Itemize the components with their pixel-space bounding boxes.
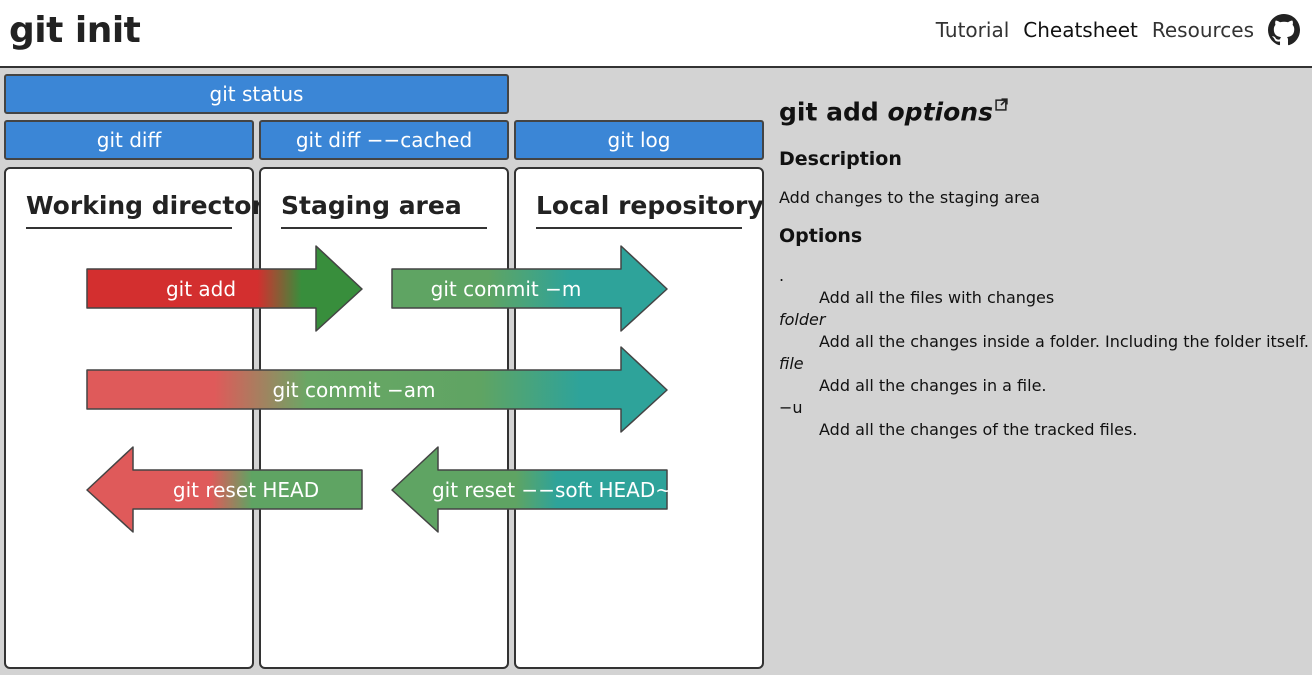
- local-repository-panel: Local repository: [514, 167, 764, 669]
- git-diff-cached-button[interactable]: git diff −−cached: [259, 120, 509, 160]
- staging-area-panel: Staging area: [259, 167, 509, 669]
- git-commit-am-label: git commit −am: [273, 378, 436, 402]
- options-list: . Add all the files with changes folder …: [779, 265, 1309, 441]
- title-underline: [281, 227, 487, 229]
- description-text: Add changes to the staging area: [779, 188, 1040, 208]
- git-commit-am-arrow[interactable]: git commit −am: [86, 346, 668, 433]
- git-reset-head-label: git reset HEAD: [173, 478, 319, 502]
- details-title: git add options: [779, 88, 1299, 126]
- option-definition: Add all the files with changes: [819, 288, 1055, 308]
- details-options-label: options: [887, 97, 993, 127]
- staging-area-title: Staging area: [281, 191, 462, 220]
- git-status-button[interactable]: git status: [4, 74, 509, 114]
- top-nav: Tutorial Cheatsheet Resources: [936, 14, 1300, 46]
- working-directory-title: Working directory: [26, 191, 281, 220]
- git-log-button[interactable]: git log: [514, 120, 764, 160]
- details-command: git add: [779, 97, 879, 127]
- git-reset-soft-arrow[interactable]: git reset −−soft HEAD~: [391, 446, 672, 533]
- option-term: file: [779, 354, 804, 374]
- arrows-layer: git add git commit −m git commit −am git…: [86, 245, 672, 533]
- git-commit-m-arrow[interactable]: git commit −m: [391, 245, 668, 332]
- git-reset-soft-label: git reset −−soft HEAD~: [432, 478, 672, 502]
- external-link-icon[interactable]: [995, 88, 1008, 111]
- working-directory-panel: Working directory: [4, 167, 280, 669]
- option-term: −u: [779, 398, 803, 418]
- git-diff-button[interactable]: git diff: [4, 120, 254, 160]
- options-heading: Options: [779, 225, 863, 248]
- title-underline: [536, 227, 742, 229]
- github-icon[interactable]: [1268, 14, 1300, 46]
- command-details: git add options Description Add changes …: [779, 88, 1309, 441]
- local-repository-title: Local repository: [536, 191, 764, 220]
- option-definition: Add all the changes of the tracked files…: [819, 420, 1138, 440]
- git-add-label: git add: [166, 277, 236, 301]
- option-term: .: [779, 266, 785, 286]
- title-underline: [26, 227, 232, 229]
- git-commit-m-label: git commit −m: [431, 277, 582, 301]
- option-definition: Add all the changes in a file.: [819, 376, 1047, 396]
- top-bar: git init Tutorial Cheatsheet Resources: [0, 0, 1312, 68]
- site-brand[interactable]: git init: [9, 10, 141, 51]
- option-definition: Add all the changes inside a folder. Inc…: [819, 332, 1309, 352]
- nav-tutorial[interactable]: Tutorial: [935, 18, 1010, 42]
- git-add-arrow[interactable]: git add: [86, 245, 363, 332]
- description-heading: Description: [779, 148, 902, 171]
- git-reset-head-arrow[interactable]: git reset HEAD: [86, 446, 363, 533]
- nav-resources[interactable]: Resources: [1151, 18, 1254, 42]
- option-term: folder: [779, 310, 826, 330]
- nav-cheatsheet[interactable]: Cheatsheet: [1023, 18, 1138, 42]
